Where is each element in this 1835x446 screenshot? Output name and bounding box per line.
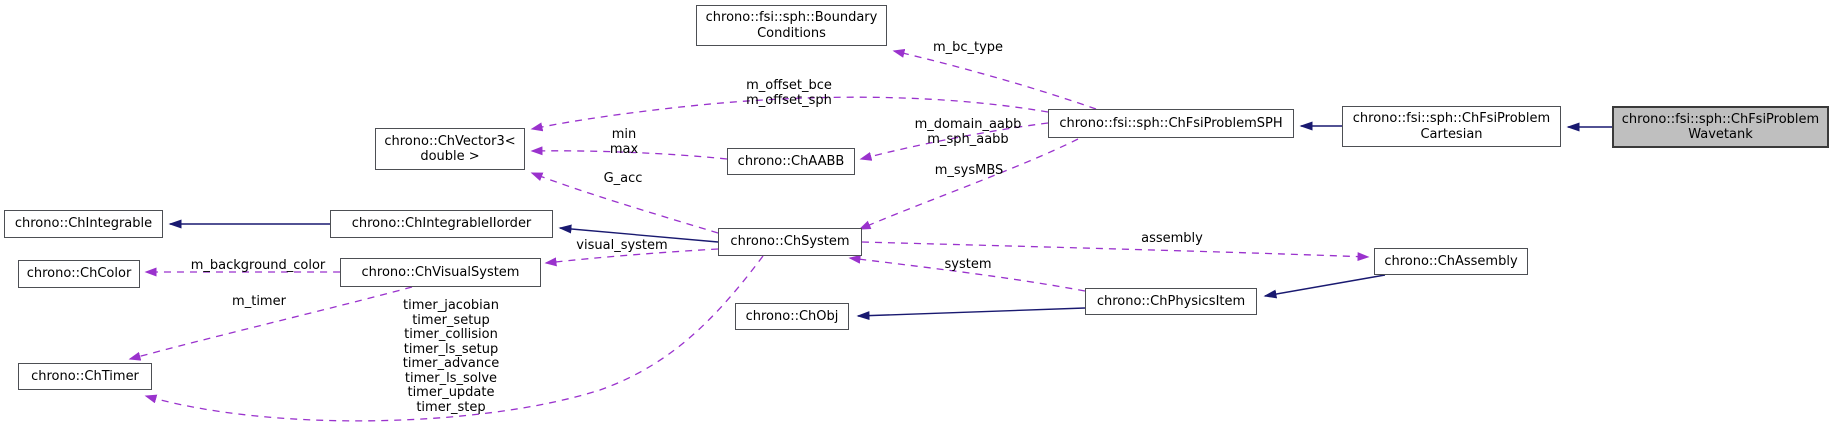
edge-timers	[144, 255, 764, 422]
edge-label-m-aabbs: m_domain_aabb m_sph_aabb	[914, 117, 1022, 147]
edge-chsystem-to-integrableiiorder	[558, 224, 719, 243]
edge-assembly-to-physicsitem	[1263, 274, 1386, 299]
node-chvector3[interactable]: chrono::ChVector3< double >	[375, 128, 525, 170]
edge-label-m-background-color: m_background_color	[190, 258, 326, 273]
node-chaabb[interactable]: chrono::ChAABB	[727, 148, 855, 175]
node-chassembly[interactable]: chrono::ChAssembly	[1374, 248, 1528, 275]
node-chfsiproblemsph[interactable]: chrono::fsi::sph::ChFsiProblemSPH	[1048, 109, 1294, 138]
edge-label-min-max: min max	[609, 127, 639, 157]
edge-visual-system	[544, 248, 719, 267]
node-chphysicsitem[interactable]: chrono::ChPhysicsItem	[1085, 288, 1257, 315]
edge-label-assembly: assembly	[1141, 231, 1203, 246]
node-chcolor[interactable]: chrono::ChColor	[18, 260, 140, 288]
node-boundary-conditions[interactable]: chrono::fsi::sph::Boundary Conditions	[696, 5, 887, 46]
edge-label-m-sysmbs: m_sysMBS	[934, 163, 1004, 178]
edge-system	[848, 254, 1086, 292]
edge-m-bc-type	[892, 49, 1097, 110]
edge-label-m-offsets: m_offset_bce m_offset_sph	[746, 78, 832, 108]
edge-assembly	[861, 241, 1370, 262]
node-chobj[interactable]: chrono::ChObj	[735, 303, 849, 330]
node-chintegrable[interactable]: chrono::ChIntegrable	[4, 210, 163, 238]
node-chtimer[interactable]: chrono::ChTimer	[18, 363, 152, 390]
edge-m-timer	[128, 286, 413, 361]
node-chsystem[interactable]: chrono::ChSystem	[718, 228, 862, 256]
node-chintegrableiiorder[interactable]: chrono::ChIntegrableIIorder	[330, 210, 553, 238]
edge-label-m-timer: m_timer	[232, 294, 286, 309]
edge-m-aabbs	[859, 122, 1049, 161]
edge-label-m-bc-type: m_bc_type	[932, 40, 1004, 55]
edge-min-max	[530, 146, 728, 160]
edge-label-g-acc: G_acc	[603, 171, 643, 186]
node-chfsiproblemcartesian[interactable]: chrono::fsi::sph::ChFsiProblem Cartesian	[1342, 106, 1561, 147]
edge-label-timers: timer_jacobian timer_setup timer_collisi…	[402, 298, 500, 415]
edge-label-system: system	[944, 257, 992, 272]
node-chfsiproblemwavetank: chrono::fsi::sph::ChFsiProblem Wavetank	[1612, 106, 1829, 148]
edge-physicsitem-to-chobj	[856, 307, 1086, 321]
edge-label-visual-system: visual_system	[576, 238, 668, 253]
edge-m-sysmbs	[858, 138, 1079, 230]
node-chvisualsystem[interactable]: chrono::ChVisualSystem	[340, 258, 541, 287]
